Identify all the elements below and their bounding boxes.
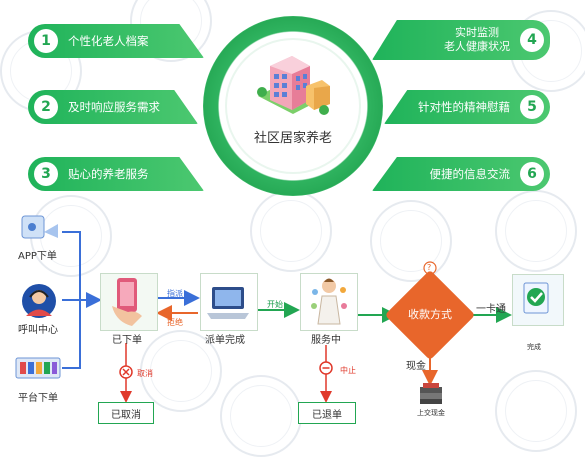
platform-order-label: 平台下单 (18, 393, 58, 404)
phone-order-icon (112, 278, 142, 326)
question-mark: ? (427, 263, 432, 272)
withdrawn-box: 已退单 (298, 402, 356, 424)
watermark-stamp (370, 200, 452, 282)
ordered-label: 已下单 (112, 335, 142, 346)
feature-number: 6 (520, 162, 544, 186)
cash-label: 现金 (406, 361, 426, 372)
watermark-stamp (495, 190, 577, 272)
stop-label: 中止 (340, 366, 356, 375)
dispatched-step-box (200, 273, 258, 331)
feature-banner-1: 1 个性化老人档案 (28, 24, 204, 58)
dispatched-label: 派单完成 (205, 335, 245, 346)
feature-number: 5 (520, 95, 544, 119)
feature-banner-2: 2 及时响应服务需求 (28, 90, 198, 124)
feature-number: 4 (520, 28, 544, 52)
feature-banner-3: 3 贴心的养老服务 (28, 157, 204, 191)
feature-label: 个性化老人档案 (68, 33, 149, 48)
feature-label: 及时响应服务需求 (68, 99, 160, 114)
feature-label: 贴心的养老服务 (68, 166, 149, 181)
payment-label: 收款方式 (408, 308, 452, 321)
feature-banner-6: 便捷的信息交流 6 (372, 157, 550, 191)
call-center-label: 呼叫中心 (18, 325, 58, 336)
app-order-icon (21, 215, 58, 239)
call-center-icon (22, 284, 56, 318)
reject-label: 拒绝 (167, 318, 183, 327)
cash-icon (420, 383, 442, 404)
app-order-label: APP下单 (18, 251, 57, 262)
feature-number: 3 (34, 162, 58, 186)
feature-banner-4: 实时监测 老人健康状况 4 (372, 20, 550, 60)
feature-number: 1 (34, 29, 58, 53)
card-label: 一卡通 (476, 304, 506, 315)
feature-label-line1: 实时监测 (455, 26, 499, 40)
laptop-icon (207, 287, 249, 319)
watermark-stamp (140, 330, 222, 412)
cancelled-box: 已取消 (98, 402, 154, 424)
feature-label: 便捷的信息交流 (429, 166, 511, 181)
feature-number: 2 (34, 95, 58, 119)
card-check-icon (523, 282, 549, 314)
done-label: 完成 (527, 343, 541, 351)
cash-submit-label: 上交现金 (417, 409, 445, 417)
dispatch-label: 指派 (167, 289, 183, 298)
in-service-label: 服务中 (311, 335, 341, 346)
feature-banner-5: 针对性的精神慰藉 5 (384, 90, 550, 124)
caregiver-icon (311, 278, 347, 325)
feature-label-line2: 老人健康状况 (444, 40, 510, 53)
start-label: 开始 (267, 300, 283, 309)
center-title: 社区居家养老 (253, 131, 332, 146)
feature-label: 针对性的精神慰藉 (418, 99, 510, 114)
cancel-label: 取消 (137, 369, 153, 378)
feature-label: 实时监测 老人健康状况 (444, 26, 510, 54)
building-icon (257, 56, 330, 115)
platform-order-icon (15, 357, 61, 379)
